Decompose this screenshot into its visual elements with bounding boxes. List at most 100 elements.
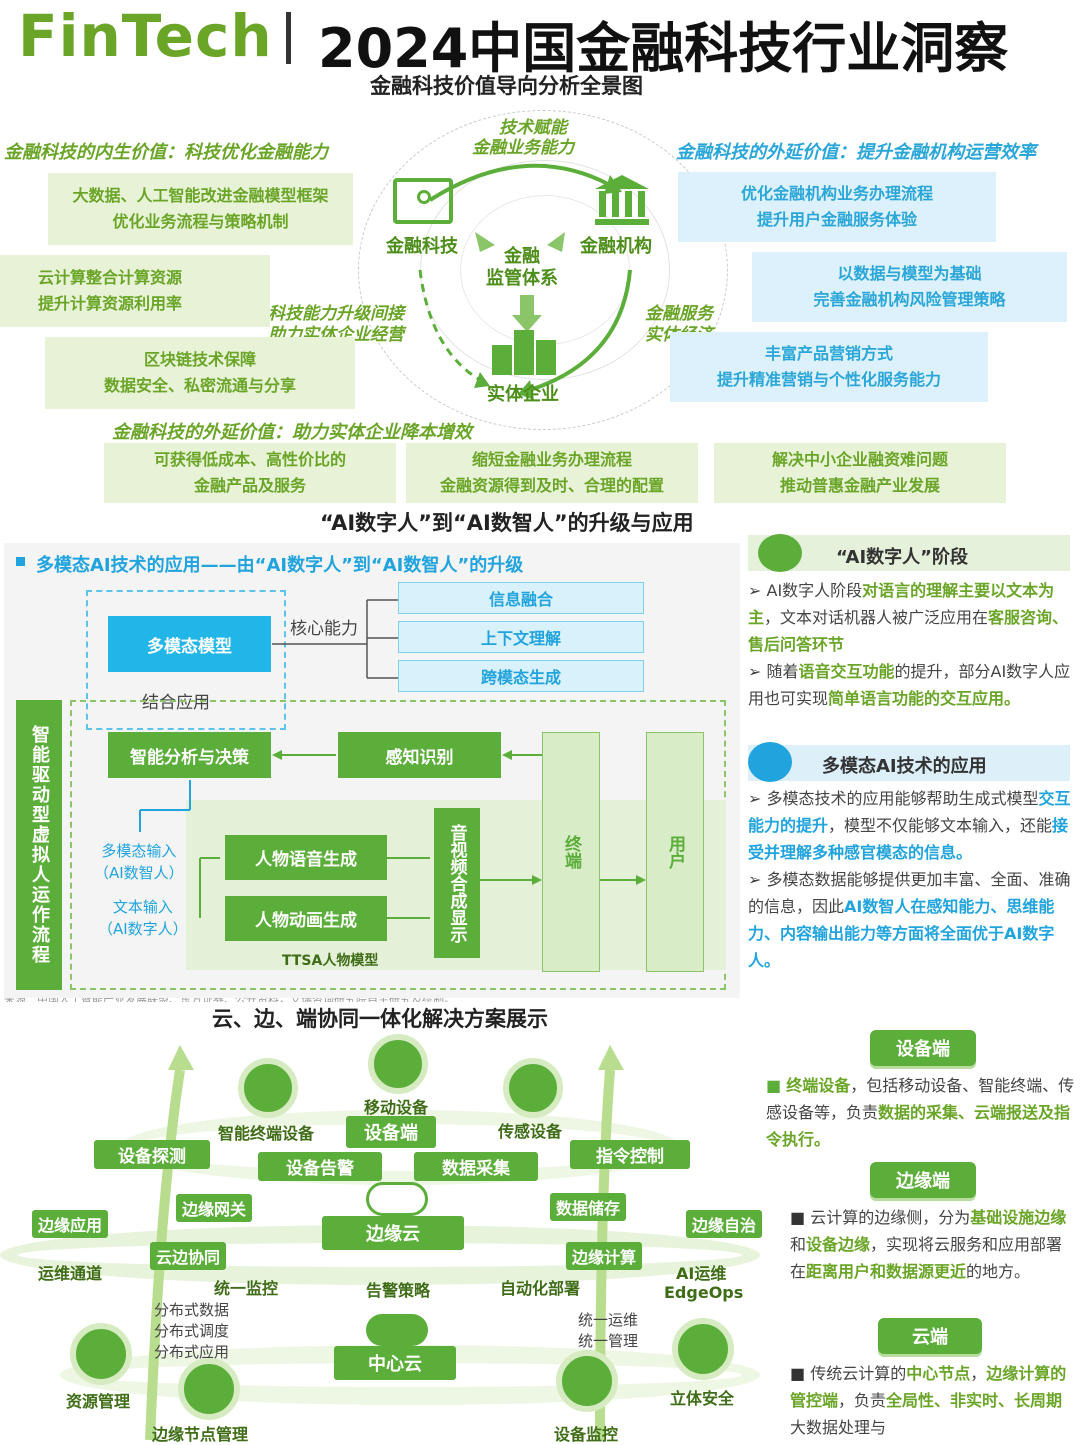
ai-ops-label: AI运维 — [676, 1264, 727, 1283]
tech-empower-label: 技术赋能金融业务能力 — [472, 118, 574, 158]
edge-label: 边缘自治 — [686, 1210, 763, 1238]
bottom-value-box: 解决中小企业融资难问题推动普惠金融产业发展 — [714, 443, 1006, 503]
ops-label: 统一监控 — [214, 1279, 279, 1298]
bank-icon — [595, 175, 649, 225]
sensor-device-icon — [503, 1058, 563, 1118]
ops-label: 告警策略 — [366, 1281, 431, 1300]
text-input-label: 文本输入（AI数字人） — [98, 898, 188, 938]
bottom-label: 设备监控 — [554, 1425, 619, 1444]
bottom-value-box: 可获得低成本、高性价比的金融产品及服务 — [104, 443, 396, 503]
core-ability-label: 核心能力 — [290, 619, 358, 639]
stage2-text: ➢ 多模态技术的应用能够帮助生成式模型交互能力的提升，模型不仅能够文本输入，还能… — [748, 789, 1071, 970]
left-value-box: 大数据、人工智能改进金融模型框架优化业务流程与策略机制 — [48, 173, 353, 245]
cloud-icon — [366, 1182, 428, 1216]
edge-label: 云边协同 — [150, 1242, 227, 1270]
animation-gen-box: 人物动画生成 — [225, 896, 387, 941]
institution-node: 金融机构 — [580, 236, 652, 257]
edge-pill: 边缘端 — [870, 1162, 976, 1198]
right-value-box: 丰富产品营销方式提升精准营销与个性化服务能力 — [670, 332, 988, 402]
workflow-vertical-label: 智能驱动型虚拟人运作流程 — [16, 700, 62, 990]
right-value-box: 优化金融机构业务办理流程提升用户金融服务体验 — [678, 172, 996, 242]
section1-title: 金融科技价值导向分析全景图 — [370, 74, 643, 98]
bottom-heading: 金融科技的外延价值：助力实体企业降本增效 — [112, 422, 472, 443]
fintech-node: 金融科技 — [386, 236, 458, 257]
edgeops-label: EdgeOps — [664, 1283, 744, 1302]
device-layer-label: 设备端 — [346, 1116, 436, 1148]
perception-box: 感知识别 — [338, 732, 501, 778]
capability-box: 信息融合 — [398, 582, 644, 614]
section3-title: 云、边、端协同一体化解决方案展示 — [212, 1007, 548, 1031]
icon-label: 移动设备 — [364, 1098, 429, 1117]
left-heading: 金融科技的内生价值：科技优化金融能力 — [4, 142, 328, 163]
bottom-label: 立体安全 — [670, 1389, 735, 1408]
ai-security-icon — [672, 1318, 734, 1380]
mobile-device-icon — [368, 1034, 428, 1094]
core-connector — [272, 599, 398, 679]
edge-desc: ■ 云计算的边缘侧，分为基础设施边缘和设备边缘，实现将云服务和应用部署在距离用户… — [790, 1208, 1067, 1281]
page-title: 2024中国金融科技行业洞察 — [318, 17, 1009, 80]
device-func: 数据采集 — [414, 1152, 538, 1181]
stage2-header-bg — [748, 745, 1070, 781]
edge-label: 边缘应用 — [32, 1210, 109, 1238]
unified-list: 统一运维统一管理 — [578, 1311, 639, 1350]
brand-logo: FinTech — [18, 2, 273, 70]
icon-label: 传感设备 — [498, 1122, 563, 1141]
title-divider — [286, 12, 291, 64]
resource-icon — [70, 1323, 132, 1385]
edge-ellipse — [0, 1225, 760, 1285]
left-value-box: 区块链技术保障数据安全、私密流通与分享 — [45, 337, 355, 409]
icon-label: 智能终端设备 — [218, 1124, 315, 1143]
cycle-arrows — [418, 163, 632, 400]
enterprise-node: 实体企业 — [487, 384, 559, 405]
voice-gen-box: 人物语音生成 — [225, 835, 387, 880]
computer-icon — [393, 178, 453, 224]
core-dashed-box — [86, 590, 286, 730]
stage2-heading: 多模态AI技术的应用 — [822, 756, 987, 777]
source-note: 来源：中国人工智能产业发展联盟、东方证券、公开资料，艾瑞咨询研究院自主研究及绘制… — [4, 998, 740, 1002]
regulation-label: 金融监管体系 — [486, 246, 558, 289]
capability-box: 上下文理解 — [398, 621, 644, 653]
stage1-heading: “AI数字人”阶段 — [836, 547, 968, 568]
center-cloud-label: 中心云 — [334, 1346, 456, 1380]
multimodal-input-label: 多模态输入（AI数智人） — [94, 842, 184, 882]
edge-label: 数据储存 — [550, 1193, 627, 1221]
edge-label: 边缘计算 — [566, 1242, 643, 1270]
bottom-value-box: 缩短金融业务办理流程金融资源得到及时、合理的配置 — [406, 443, 698, 503]
edge-node-icon — [178, 1358, 240, 1420]
user-column: 用户 — [646, 732, 704, 972]
globe-icon — [748, 742, 792, 782]
outer-ring — [358, 110, 728, 430]
panel-title: 多模态AI技术的应用——由“AI数字人”到“AI数智人”的升级 — [36, 555, 524, 576]
stage1-text: ➢ AI数字人阶段对语言的理解主要以文本为主，文本对话机器人被广泛应用在客服咨询… — [748, 581, 1071, 708]
ttsa-label: TTSA人物模型 — [282, 953, 379, 969]
ops-label: 运维通道 — [38, 1264, 103, 1283]
terminal-column: 终端 — [542, 732, 600, 972]
multimodal-model-box: 多模态模型 — [108, 616, 271, 672]
device-pill: 设备端 — [870, 1030, 976, 1066]
capability-box: 跨模态生成 — [398, 660, 644, 692]
analysis-decision-box: 智能分析与决策 — [108, 732, 271, 778]
device-func: 设备探测 — [94, 1140, 210, 1169]
ops-label: 自动化部署 — [500, 1279, 581, 1298]
edge-label: 边缘网关 — [176, 1194, 253, 1222]
device-desc: ■ 终端设备，包括移动设备、智能终端、传感设备等，负责数据的采集、云端报送及指令… — [766, 1076, 1075, 1149]
right-value-box: 以数据与模型为基础完善金融机构风险管理策略 — [752, 252, 1067, 322]
enterprise-icon — [492, 330, 556, 375]
bullet-square — [16, 557, 25, 566]
left-value-box: 云计算整合计算资源提升计算资源利用率 — [0, 255, 270, 327]
distributed-list: 分布式数据分布式调度分布式应用 — [154, 1301, 230, 1361]
workflow-arrows — [139, 750, 646, 919]
bottom-label: 资源管理 — [66, 1392, 131, 1411]
globe-icon — [758, 534, 802, 572]
device-func: 设备告警 — [258, 1152, 382, 1181]
right-heading: 金融科技的外延价值：提升金融机构运营效率 — [676, 142, 1036, 163]
cloud-pill: 云端 — [878, 1318, 982, 1354]
av-display-box: 音视频合成显示 — [434, 808, 480, 958]
cloud-icon — [366, 1314, 428, 1346]
section2-title: “AI数字人”到“AI数智人”的升级与应用 — [320, 511, 694, 535]
combine-label: 结合应用 — [142, 693, 210, 713]
edge-cloud-label: 边缘云 — [322, 1216, 464, 1250]
device-func: 指令控制 — [570, 1140, 690, 1169]
cloud-desc: ■ 传统云计算的中心节点，边缘计算的管控端，负责全局性、非实时、长周期大数据处理… — [790, 1364, 1067, 1437]
monitor-icon — [556, 1350, 618, 1412]
